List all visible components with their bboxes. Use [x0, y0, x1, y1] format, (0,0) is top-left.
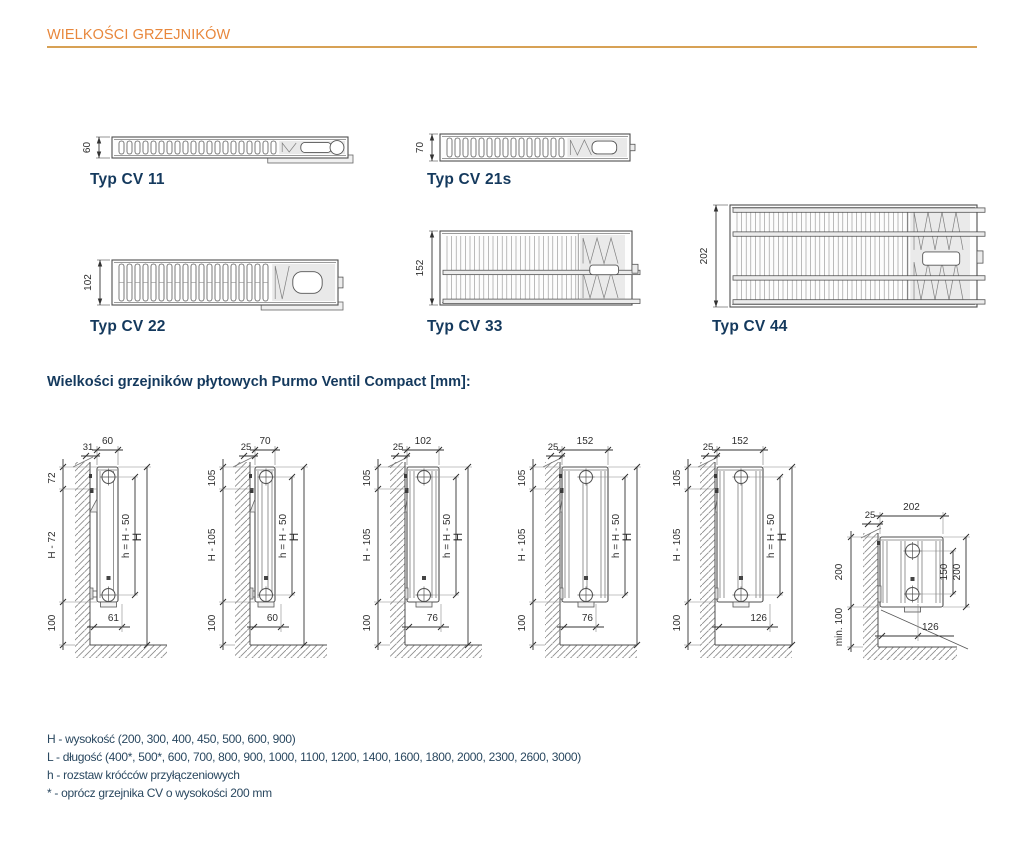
dim-label: H [620, 533, 634, 542]
page-title: WIELKOŚCI GRZEJNIKÓW [47, 27, 231, 43]
dim-label: 25 [241, 442, 252, 453]
dim-label: h = H - 50 [611, 513, 622, 558]
dim-label: 72 [47, 472, 58, 484]
dim-label: 31 [83, 442, 94, 453]
dim-label: h = H - 50 [121, 513, 132, 558]
type-label-cv44: Typ CV 44 [712, 318, 788, 335]
dim-label: 126 [922, 622, 939, 633]
dim-label: 76 [427, 613, 439, 624]
dim-label: 100 [362, 614, 373, 631]
dim-label: H [130, 533, 144, 542]
dim-label: 200 [834, 563, 845, 580]
dim-label: 100 [517, 614, 528, 631]
dim-label: H - 105 [207, 528, 218, 561]
dim-label: 25 [393, 442, 404, 453]
side-view-0: 60 31 72 H - 72 100 h = H - 50H 61 [47, 436, 167, 658]
type-label-cv22: Typ CV 22 [90, 318, 166, 335]
dim-label: 100 [207, 614, 218, 631]
dim-label: 105 [672, 469, 683, 486]
dim-label: 105 [517, 469, 528, 486]
dim-label: 25 [548, 442, 559, 453]
side-view-3: 152 25 105 H - 105 100 h = H - 50H 76 [517, 436, 641, 658]
dim-label: 105 [207, 469, 218, 486]
dim-label: h = H - 50 [278, 513, 289, 558]
dim-label: h = H - 50 [766, 513, 777, 558]
dim-label: 150 [939, 563, 950, 580]
dim-label: 61 [108, 613, 120, 624]
side-view-2: 102 25 105 H - 105 100 h = H - 50H 76 [362, 436, 482, 658]
dim-label: H - 105 [672, 528, 683, 561]
top-view-depth: 60 [82, 142, 93, 154]
legend-note: * - oprócz grzejnika CV o wysokości 200 … [47, 786, 272, 800]
dim-label: 25 [703, 442, 714, 453]
dim-label: H - 105 [517, 528, 528, 561]
top-view-2: 102 [83, 259, 344, 311]
dim-label: 60 [267, 613, 279, 624]
top-view-depth: 152 [415, 259, 426, 276]
title-underline [47, 46, 977, 48]
dim-label: 100 [672, 614, 683, 631]
type-label-cv11: Typ CV 11 [90, 171, 165, 188]
dim-label: 25 [865, 510, 876, 521]
dim-label: 200 [952, 563, 963, 580]
dim-label: H [451, 533, 465, 542]
top-view-4: 202 [699, 204, 986, 308]
dim-label: 70 [259, 436, 271, 447]
dim-label: H - 72 [47, 531, 58, 559]
dim-label: 102 [415, 436, 432, 447]
subtitle: Wielkości grzejników płytowych Purmo Ven… [47, 374, 471, 390]
dim-label: 60 [102, 436, 114, 447]
top-view-3: 152 [415, 230, 641, 306]
dim-label: 76 [582, 613, 594, 624]
dim-label: 202 [903, 502, 920, 513]
dim-label: 152 [577, 436, 594, 447]
side-view-4: 152 25 105 H - 105 100 h = H - 50H 126 [672, 436, 796, 658]
top-view-1: 70 [415, 133, 636, 162]
dim-label: H [775, 533, 789, 542]
dim-label: h = H - 50 [442, 513, 453, 558]
dim-label: 100 [47, 614, 58, 631]
top-view-0: 60 [82, 136, 354, 164]
dim-label: H - 105 [362, 528, 373, 561]
top-view-depth: 70 [415, 142, 426, 154]
legend-spacing: h - rozstaw króćców przyłączeniowych [47, 768, 240, 782]
dim-label: 152 [732, 436, 749, 447]
dim-label: 126 [750, 613, 767, 624]
dim-label: 105 [362, 469, 373, 486]
type-label-cv21s: Typ CV 21s [427, 171, 512, 188]
top-view-depth: 102 [83, 274, 94, 291]
dim-label: min. 100 [834, 607, 845, 646]
dim-label: H [287, 533, 301, 542]
top-view-depth: 202 [699, 247, 710, 264]
type-label-cv33: Typ CV 33 [427, 318, 503, 335]
legend-length: L - długość (400*, 500*, 600, 700, 800, … [47, 750, 581, 764]
legend-height: H - wysokość (200, 300, 400, 450, 500, 6… [47, 732, 296, 746]
side-view-1: 70 25 105 H - 105 100 h = H - 50H 60 [207, 436, 327, 658]
